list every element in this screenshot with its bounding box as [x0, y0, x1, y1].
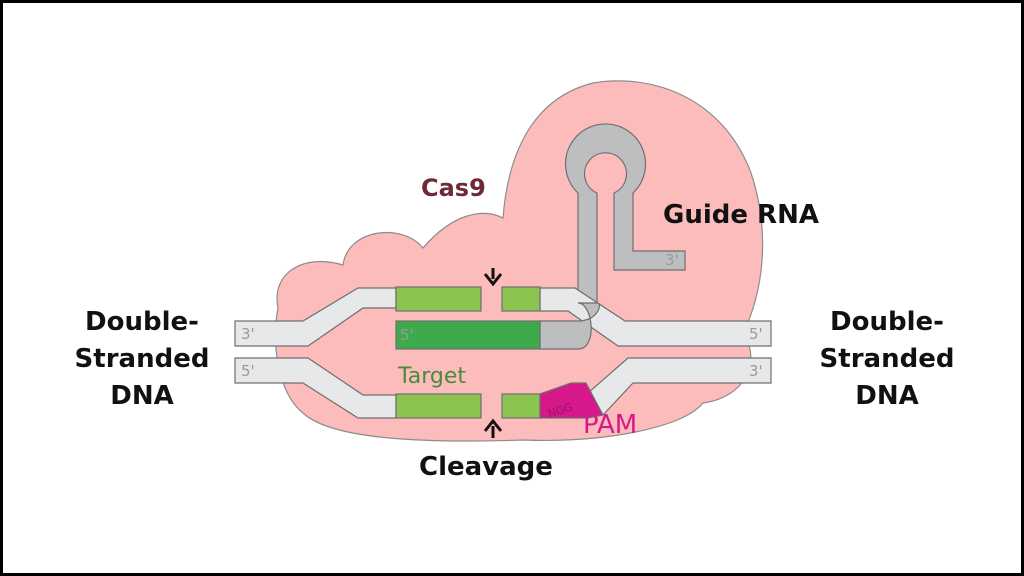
cas9-label: Cas9 — [421, 174, 486, 202]
left-dna-label-line2: Stranded — [75, 344, 210, 374]
cleavage-arrow-top — [483, 268, 503, 287]
end-label-guide-spacer: 5' — [400, 326, 414, 344]
right-dna-label-line3: DNA — [855, 381, 918, 411]
target-dna-bottom-right — [501, 393, 541, 419]
left-dna-label-line3: DNA — [110, 381, 173, 411]
pam-label: PAM — [583, 410, 637, 440]
target-dna-bottom-left — [395, 393, 482, 419]
target-dna-top-left — [395, 286, 482, 312]
guide-rna-label: Guide RNA — [663, 200, 819, 230]
diagram-canvas: NGG 3' 5' 5' 3' 5' 3' Cas9 Guide RNA Tar… — [75, 80, 955, 482]
guide-rna-connector — [539, 302, 600, 350]
right-dna-label-line2: Stranded — [820, 344, 955, 374]
pam-sequence-shape — [539, 382, 604, 419]
cleavage-label: Cleavage — [419, 452, 553, 482]
guide-rna-hairpin — [564, 123, 686, 304]
left-dna-label-line1: Double- — [85, 307, 199, 337]
right-dna-label-line1: Double- — [830, 307, 944, 337]
end-label-right-bottom: 3' — [749, 362, 763, 380]
target-dna-top-right — [501, 286, 541, 312]
target-label: Target — [397, 364, 466, 389]
end-label-left-top: 3' — [241, 325, 255, 343]
end-label-right-top: 5' — [749, 325, 763, 343]
end-label-left-bottom: 5' — [241, 362, 255, 380]
end-label-guide-rna: 3' — [665, 251, 679, 269]
guide-rna-spacer — [395, 320, 541, 350]
dna-strand-right-top — [539, 287, 772, 347]
cleavage-arrow-bottom — [483, 418, 503, 438]
